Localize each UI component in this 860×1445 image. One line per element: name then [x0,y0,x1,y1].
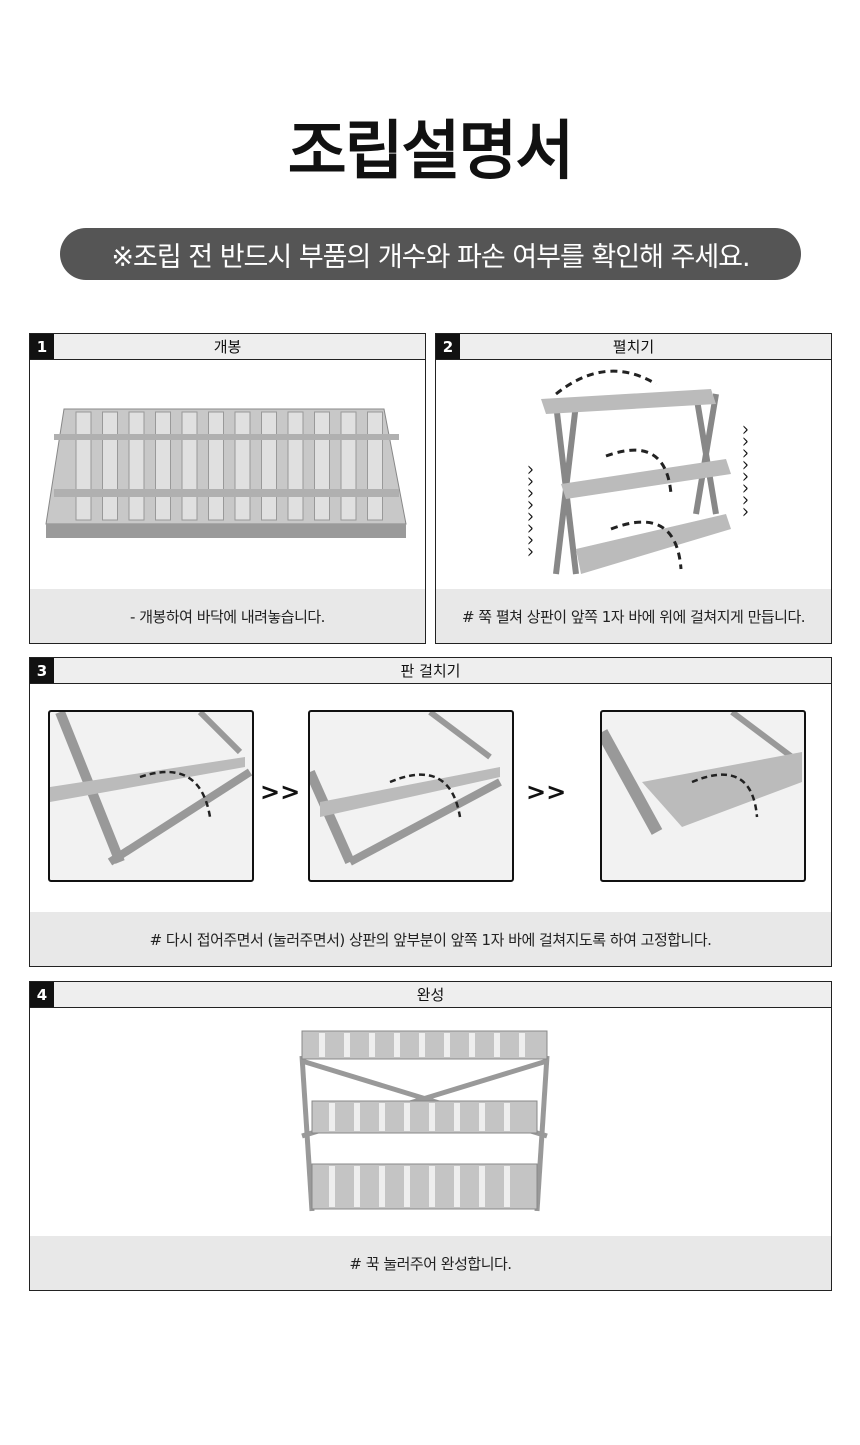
step-1-section: 1 개봉 (function(){var g=document.currentSc… [29,333,426,644]
step-caption: # 쭉 펼쳐 상판이 앞쪽 1자 바에 위에 걸쳐지게 만듭니다. [436,589,831,643]
page-title: 조립설명서 [287,115,574,189]
step-header: 1 개봉 [30,334,425,360]
step-label: 펼치기 [612,338,655,356]
folded-shelf-image: (function(){var g=document.currentScript… [45,408,407,538]
next-arrow: >> [260,778,301,806]
notice-banner: ※조립 전 반드시 부품의 개수와 파손 여부를 확인해 주세요. [60,228,801,280]
step-4-section: 4 완성 # 꾹 눌러주어 완성합니다. [29,981,832,1291]
step-caption: # 다시 접어주면서 (눌러주면서) 상판의 앞부분이 앞쪽 1자 바에 걸쳐지… [30,912,831,966]
svg-text:^^^^^^^^: ^^^^^^^^ [733,424,749,518]
finished-shelf-image [299,1030,550,1212]
unfolding-shelf-image: ^^^^^^^^ ^^^^^^^^ [518,369,749,575]
step-label: 완성 [416,986,445,1004]
step-header: 3 판 걸치기 [30,658,831,684]
step-2-section: 2 펼치기 ^^^^^^^^ ^^^^^^^^ # 쭉 펼쳐 상판이 앞쪽 1자 … [435,333,832,644]
step-3-image-a [48,710,254,882]
step-label: 개봉 [213,338,242,356]
step-header: 4 완성 [30,982,831,1008]
next-arrow: >> [526,778,567,806]
step-3-section: 3 판 걸치기 >> >> # 다시 접어주면서 (눌러주면서) 상판의 앞부분이… [29,657,832,967]
step-3-image-c [600,710,806,882]
step-number: 1 [30,334,54,359]
step-caption: - 개봉하여 바닥에 내려놓습니다. [30,589,425,643]
svg-text:^^^^^^^^: ^^^^^^^^ [518,464,534,558]
step-number: 2 [436,334,460,359]
step-caption: # 꾹 눌러주어 완성합니다. [30,1236,831,1290]
step-number: 3 [30,658,54,683]
step-3-image-b [308,710,514,882]
step-label: 판 걸치기 [400,662,461,680]
step-number: 4 [30,982,54,1007]
step-header: 2 펼치기 [436,334,831,360]
